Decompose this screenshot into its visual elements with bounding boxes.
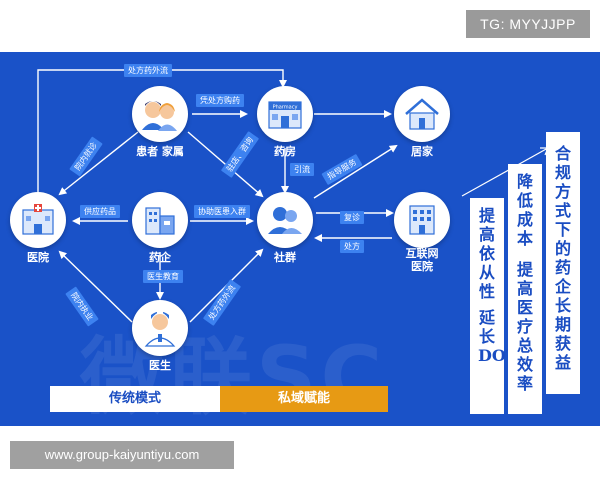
private-domain-bar: 私域赋能 xyxy=(220,386,388,412)
card-cost-col1: 降低成本 xyxy=(516,172,533,248)
internet-hospital-icon xyxy=(409,205,435,235)
doctor-icon xyxy=(144,310,176,347)
flow-tag-guide: 引流 xyxy=(290,163,314,176)
flow-tag-supply-drugs: 供应药品 xyxy=(80,205,120,218)
community-node xyxy=(257,192,313,248)
flow-tag-prescription-buy: 凭处方购药 xyxy=(196,94,244,107)
value-card-cost: 降低成本 提高医疗总效率 xyxy=(508,164,542,414)
patient-family-icon xyxy=(142,101,177,131)
patient-node xyxy=(132,86,188,142)
card-adherence-col1: 提高依从性 xyxy=(478,206,495,301)
pharmacy-sign-text: Pharmacy xyxy=(273,105,298,111)
value-card-compliance: 合规方式下的药企长期获益 xyxy=(546,132,580,394)
community-group-icon xyxy=(268,207,302,234)
home-label: 居家 xyxy=(411,145,433,158)
site-url-badge: www.group-kaiyuntiyu.com xyxy=(10,441,234,469)
value-card-adherence: 提高依从性 延长DOT xyxy=(470,198,518,414)
flow-tag-revisit: 复诊 xyxy=(340,211,364,224)
card-adherence-col2: 延长DOT xyxy=(478,308,518,365)
internet-hospital-label: 互联网 医院 xyxy=(405,247,439,273)
tg-watermark-badge: TG: MYYJJPP xyxy=(466,10,590,38)
flow-tag-top-loop: 处方药外流 xyxy=(124,64,172,77)
card-cost-col2: 提高医疗总效率 xyxy=(516,260,533,393)
hospital-building-icon xyxy=(22,204,54,235)
pharma-company-icon xyxy=(145,207,175,235)
flow-tag-prescribe: 处方 xyxy=(340,240,364,253)
diagram-panel: 微联SC xyxy=(0,52,600,426)
hospital-node xyxy=(10,192,66,248)
traditional-mode-bar: 传统模式 xyxy=(50,386,220,412)
home-node xyxy=(394,86,450,142)
community-label: 社群 xyxy=(274,251,296,264)
hospital-label: 医院 xyxy=(27,251,49,264)
pharma-node xyxy=(132,192,188,248)
card-compliance-col1: 合规方式下的药企长期获益 xyxy=(554,144,571,372)
house-icon xyxy=(405,98,439,130)
flow-tag-assist-patients: 协助医患入群 xyxy=(194,205,250,218)
patient-label: 患者 家属 xyxy=(136,145,184,158)
pharmacy-label: 药房 xyxy=(274,145,296,158)
internet-hospital-node xyxy=(394,192,450,248)
pharmacy-node: Pharmacy xyxy=(257,86,313,142)
doctor-node xyxy=(132,300,188,356)
pharma-label: 药企 xyxy=(149,251,171,264)
flow-tag-doctor-education: 医生教育 xyxy=(143,270,183,283)
doctor-label: 医生 xyxy=(149,359,171,372)
pharmacy-store-icon: Pharmacy xyxy=(268,101,302,129)
